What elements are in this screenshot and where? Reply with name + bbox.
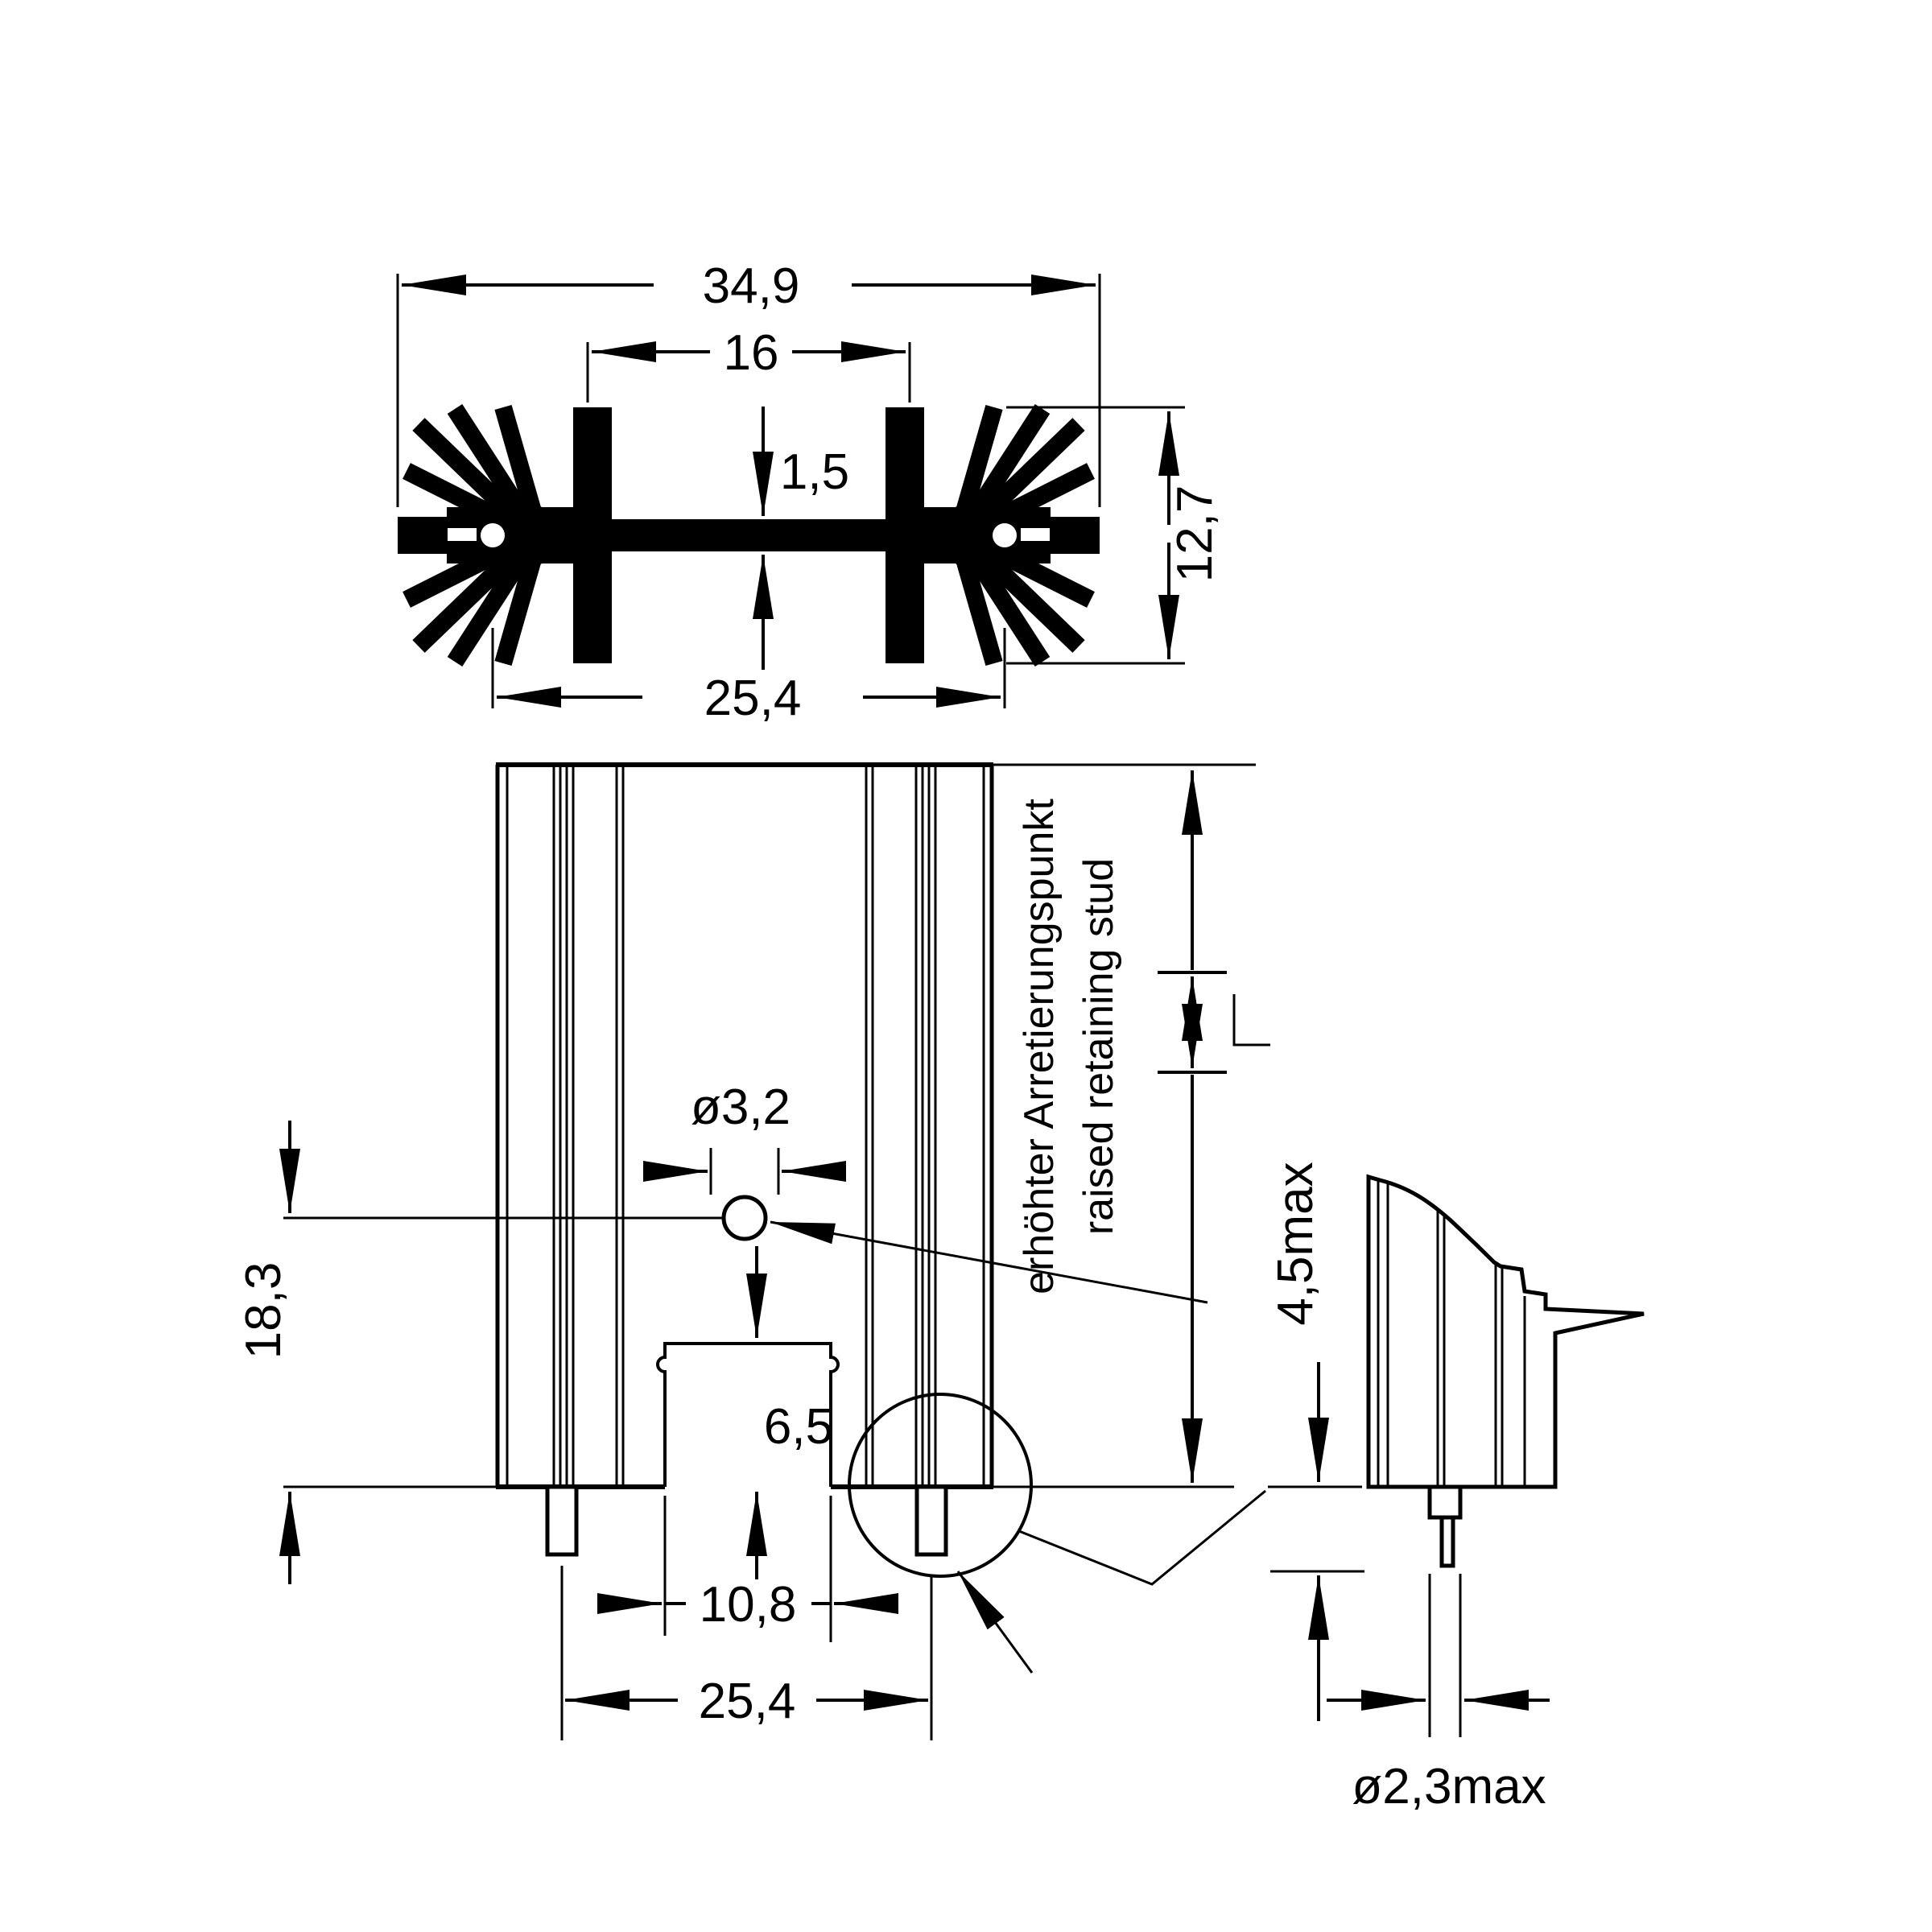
dim-label-hole-height: 18,3 — [236, 1262, 291, 1360]
annotation-de: erhöhter Arretierungspunkt — [1016, 799, 1063, 1294]
dim-cutout-height: 6,5 — [746, 1246, 833, 1579]
dim-cutout-width: 10,8 — [597, 1496, 898, 1642]
top-view-cross-section: 34,9 16 1,5 12,7 2 — [396, 258, 1223, 726]
raised-retaining-point — [721, 1195, 768, 1241]
right-solder-stud — [914, 1484, 948, 1557]
side-stud-tip — [1439, 1515, 1455, 1568]
dim-stud-length: 4,5max — [1268, 1162, 1364, 1721]
left-solder-stud — [545, 1484, 579, 1557]
dim-web-thickness: 1,5 — [753, 407, 849, 670]
right-height-dimension — [1158, 770, 1270, 1483]
annotation-leader — [770, 1220, 1208, 1304]
dim-label-base-width: 25,4 — [704, 671, 802, 726]
dim-label-profile-height: 12,7 — [1167, 485, 1223, 583]
dim-hole-height: 18,3 — [236, 1121, 300, 1584]
mounting-cutout — [656, 1342, 840, 1487]
stud-pointer-arrow — [956, 1571, 1034, 1674]
datum-mark — [1232, 994, 1270, 1046]
side-fin-lines — [1377, 1179, 1526, 1487]
dim-base-width: 25,4 — [491, 628, 1006, 726]
detail-leader — [1018, 1489, 1266, 1586]
dim-label-cutout-height: 6,5 — [764, 1399, 833, 1455]
dim-fin-gap: 16 — [586, 325, 911, 402]
side-view: 4,5max ø2,3max — [1268, 1162, 1645, 1814]
side-stud-shoulder — [1427, 1484, 1463, 1520]
annotation-en: raised retaining stud — [1075, 858, 1122, 1235]
right-hub-hole — [993, 523, 1017, 547]
dim-label-web-thickness: 1,5 — [780, 444, 849, 500]
detail-circle — [848, 1393, 1033, 1578]
dim-label-stud-length: 4,5max — [1268, 1162, 1323, 1325]
dim-label-stud-pitch: 25,4 — [699, 1674, 796, 1729]
dim-label-fin-gap: 16 — [724, 325, 779, 381]
dim-hole-dia: ø3,2 — [643, 1080, 846, 1195]
right-flange-slot — [1021, 528, 1050, 541]
side-profile-outline — [1366, 1174, 1645, 1489]
dim-stud-dia: ø2,3max — [1327, 1574, 1550, 1814]
dim-label-hole-dia: ø3,2 — [691, 1080, 791, 1135]
dim-label-overall-width: 34,9 — [703, 258, 800, 314]
dim-stud-pitch: 25,4 — [560, 1566, 933, 1740]
front-fin-lines — [495, 765, 994, 1487]
dim-label-stud-dia: ø2,3max — [1352, 1759, 1546, 1814]
dim-overall-width: 34,9 — [396, 258, 1101, 507]
heatsink-profile-silhouette — [398, 404, 1100, 667]
left-hub-hole — [481, 523, 505, 547]
dim-label-cutout-width: 10,8 — [700, 1577, 797, 1633]
front-view: ø3,2 18,3 6,5 10,8 — [236, 762, 1362, 1740]
dim-profile-height: 12,7 — [1006, 406, 1223, 665]
left-flange-slot — [448, 528, 477, 541]
